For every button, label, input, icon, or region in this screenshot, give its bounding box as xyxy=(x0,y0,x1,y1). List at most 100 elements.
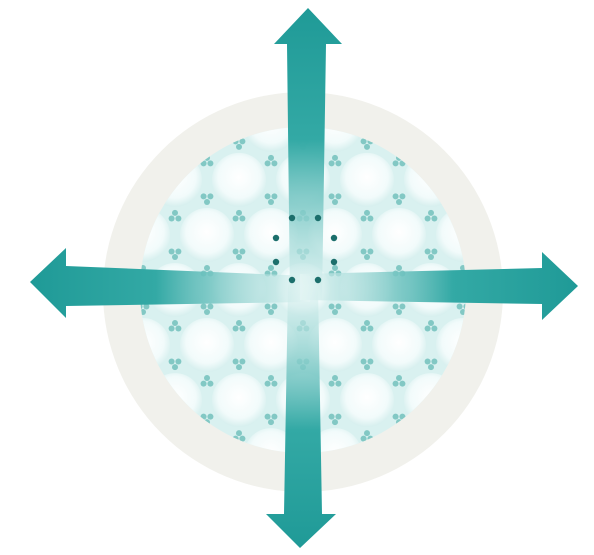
bubble xyxy=(500,208,554,262)
lattice-dot xyxy=(329,491,335,497)
lattice-dot xyxy=(559,138,565,144)
lattice-dot xyxy=(137,160,143,166)
lattice-dot xyxy=(460,485,466,491)
lattice-dot xyxy=(137,491,143,497)
center-dot xyxy=(331,235,337,241)
bubble xyxy=(500,318,554,372)
lattice-dot xyxy=(329,50,335,56)
lattice-dot xyxy=(431,326,437,332)
lattice-dot xyxy=(271,381,277,387)
lattice-dot xyxy=(332,199,338,205)
bubble xyxy=(340,153,394,207)
lattice-dot xyxy=(399,524,405,530)
lattice-dot xyxy=(489,469,495,475)
lattice-dot xyxy=(271,160,277,166)
lattice-dot xyxy=(169,326,175,332)
bubble xyxy=(212,43,266,97)
bubble xyxy=(436,428,490,482)
lattice-dot xyxy=(15,524,21,530)
lattice-dot xyxy=(15,304,21,310)
lattice-dot xyxy=(559,469,565,475)
lattice-dot xyxy=(463,524,469,530)
lattice-dot xyxy=(169,359,175,365)
lattice-dot xyxy=(329,193,335,199)
lattice-dot xyxy=(527,50,533,56)
lattice-dot xyxy=(140,89,146,95)
lattice-dot xyxy=(492,100,498,106)
lattice-dot xyxy=(108,100,114,106)
lattice-dot xyxy=(521,83,527,89)
lattice-dot xyxy=(172,100,178,106)
lattice-dot xyxy=(527,304,533,310)
lattice-dot xyxy=(79,414,85,420)
lattice-dot xyxy=(73,491,79,497)
lattice-dot xyxy=(393,491,399,497)
center-dot xyxy=(315,215,321,221)
lattice-dot xyxy=(207,193,213,199)
lattice-dot xyxy=(207,491,213,497)
lattice-dot xyxy=(175,215,181,221)
lattice-dot xyxy=(553,359,559,365)
lattice-dot xyxy=(393,160,399,166)
lattice-dot xyxy=(76,199,82,205)
lattice-dot xyxy=(47,326,53,332)
lattice-dot xyxy=(425,469,431,475)
lattice-dot xyxy=(108,540,114,546)
lattice-dot xyxy=(457,524,463,530)
lattice-dot xyxy=(553,469,559,475)
lattice-dot xyxy=(268,199,274,205)
lattice-dot xyxy=(207,160,213,166)
lattice-dot xyxy=(169,248,175,254)
lattice-dot xyxy=(332,419,338,425)
lattice-dot xyxy=(236,144,242,150)
lattice-dot xyxy=(585,381,591,387)
lattice-dot xyxy=(521,491,527,497)
lattice-dot xyxy=(108,210,114,216)
lattice-dot xyxy=(239,248,245,254)
lattice-dot xyxy=(364,540,370,546)
lattice-dot xyxy=(236,540,242,546)
lattice-dot xyxy=(556,254,562,260)
bubble xyxy=(20,153,74,207)
lattice-dot xyxy=(521,524,527,530)
center-dot xyxy=(315,277,321,283)
lattice-dot xyxy=(271,50,277,56)
lattice-dot xyxy=(175,469,181,475)
lattice-dot xyxy=(396,375,402,381)
lattice-dot xyxy=(137,83,143,89)
lattice-dot xyxy=(265,524,271,530)
lattice-dot xyxy=(521,414,527,420)
bubble xyxy=(52,318,106,372)
lattice-dot xyxy=(73,414,79,420)
lattice-dot xyxy=(329,160,335,166)
lattice-dot xyxy=(521,160,527,166)
lattice-dot xyxy=(201,491,207,497)
lattice-dot xyxy=(425,105,431,111)
lattice-dot xyxy=(585,491,591,497)
lattice-dot xyxy=(495,138,501,144)
lattice-dot xyxy=(108,474,114,480)
lattice-dot xyxy=(108,364,114,370)
lattice-dot xyxy=(271,491,277,497)
lattice-dot xyxy=(361,215,367,221)
lattice-dot xyxy=(268,419,274,425)
lattice-dot xyxy=(137,524,143,530)
lattice-dot xyxy=(332,265,338,271)
center-dot xyxy=(289,215,295,221)
lattice-dot xyxy=(335,304,341,310)
lattice-dot xyxy=(364,320,370,326)
lattice-dot xyxy=(73,50,79,56)
lattice-dot xyxy=(76,309,82,315)
lattice-dot xyxy=(457,304,463,310)
bubble xyxy=(340,483,394,537)
lattice-dot xyxy=(172,210,178,216)
lattice-dot xyxy=(559,215,565,221)
bubble xyxy=(20,373,74,427)
bubble xyxy=(532,483,586,537)
lattice-dot xyxy=(105,469,111,475)
lattice-dot xyxy=(399,304,405,310)
lattice-dot xyxy=(236,210,242,216)
lattice-dot xyxy=(271,193,277,199)
lattice-dot xyxy=(44,430,50,436)
lattice-dot xyxy=(367,215,373,221)
